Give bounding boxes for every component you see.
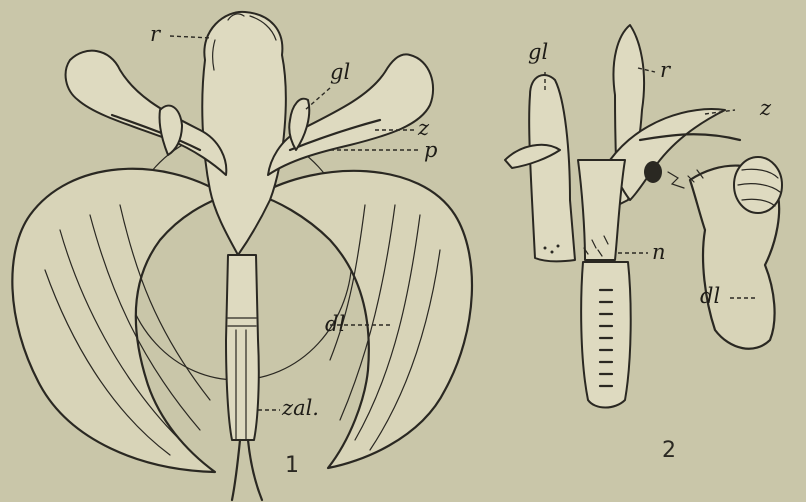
label-r-fig2: r <box>660 60 670 81</box>
perianth-tube <box>226 255 259 440</box>
figure-number-2: 2 <box>662 440 676 462</box>
label-r-fig1: r <box>150 24 160 45</box>
label-gl-fig2: gl <box>528 42 548 63</box>
standard-petal <box>202 12 286 255</box>
pollen-dot <box>557 245 560 248</box>
figure-1-flower <box>12 12 472 500</box>
pollen-dot <box>544 247 547 250</box>
label-dl-fig1: dl <box>325 314 345 335</box>
label-zal-fig1: zal. <box>282 398 319 419</box>
label-z-fig2: z <box>760 98 771 119</box>
figure-2-section <box>505 25 782 408</box>
fall-petal-left <box>12 169 225 472</box>
label-z-fig1: z <box>418 118 429 139</box>
section-stamen <box>529 75 575 261</box>
flower-stem <box>232 440 262 500</box>
leader-r-fig1 <box>170 36 212 38</box>
fall-petal-right <box>258 171 472 468</box>
label-gl-fig1: gl <box>330 62 350 83</box>
pollen-dot <box>551 251 554 254</box>
bee-eye <box>644 161 662 183</box>
label-dl-fig2: dl <box>700 286 720 307</box>
leader-gl-fig1 <box>305 88 330 110</box>
label-n-fig2: n <box>652 242 666 263</box>
figure-number-1: 1 <box>285 455 299 477</box>
section-column <box>578 160 625 260</box>
label-p-fig1: p <box>424 140 437 161</box>
